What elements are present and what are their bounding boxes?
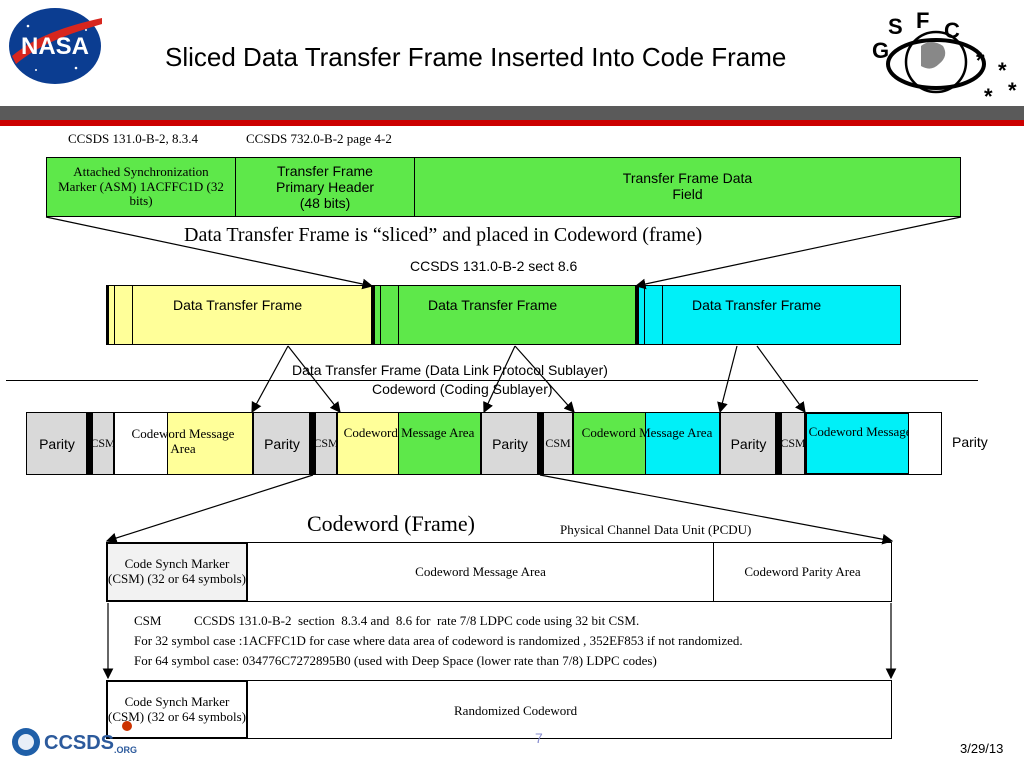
message-2-green [398, 412, 481, 475]
nasa-logo-text: NASA [21, 33, 89, 60]
arrow-cyan-to-cw4 [756, 345, 806, 413]
ccsds-logo-text: CCSDS [44, 732, 114, 754]
codeword-parity-area: Codeword Parity Area [713, 542, 892, 602]
data-link-sublayer-label: Data Transfer Frame (Data Link Protocol … [292, 362, 608, 378]
parity-5-label: Parity [952, 434, 988, 450]
csm-1: CSM [90, 412, 116, 475]
arrow-yellow-to-cw2 [287, 345, 341, 413]
primary-header-box: Transfer Frame Primary Header (48 bits) [235, 157, 415, 217]
codeword-message-area: Codeword Message Area [247, 542, 714, 602]
csm-detail-label: Code Synch Marker (CSM) (32 or 64 symbol… [108, 556, 246, 586]
data-field-box: Transfer Frame Data Field [414, 157, 961, 217]
slice-reference: CCSDS 131.0-B-2 sect 8.6 [410, 258, 578, 274]
dtf-cyan-divider-1 [644, 286, 645, 344]
csm-1-label: CSM [90, 436, 116, 450]
nasa-logo: NASA [6, 6, 104, 86]
gsfc-logo: G S F C * * * * [866, 6, 1020, 109]
svg-text:*: * [998, 58, 1007, 83]
svg-text:*: * [1008, 78, 1017, 103]
message-4-tail [909, 412, 942, 475]
asm-label: Attached Synchronization Marker (ASM) 1A… [58, 163, 224, 209]
csm-randomized-box: Code Synch Marker (CSM) (32 or 64 symbol… [106, 680, 248, 739]
red-dot [122, 721, 132, 731]
parity-1-label: Parity [39, 435, 75, 452]
primary-header-label: Transfer Frame Primary Header (48 bits) [275, 162, 375, 212]
parity-3-label: Parity [492, 435, 528, 452]
randomized-codeword-label: Randomized Codeword [454, 703, 578, 718]
csm-detail-box: Code Synch Marker (CSM) (32 or 64 symbol… [106, 542, 248, 602]
dtf-green-divider-2 [398, 286, 399, 344]
ccsds-logo: CCSDS .ORG [6, 722, 156, 762]
message-1-label: Codeword Message Area [131, 426, 235, 456]
arrow-green-to-cw2 [483, 345, 516, 414]
svg-text:*: * [984, 84, 993, 106]
header-red-bar [0, 120, 1024, 126]
csm-note-2: For 32 symbol case :1ACFFC1D for case wh… [134, 633, 743, 648]
frame-reference: CCSDS 732.0-B-2 page 4-2 [246, 131, 392, 146]
csm-3-label: CSM [545, 436, 571, 450]
svg-text:*: * [976, 48, 985, 73]
dtf-cyan-label: Data Transfer Frame [692, 297, 822, 313]
csm-bar-4 [775, 413, 781, 474]
gsfc-letter-c: C [944, 18, 960, 43]
codeword-parity-area-label: Codeword Parity Area [744, 564, 861, 579]
parity-3: Parity [481, 412, 539, 475]
dtf-yellow-divider-2 [132, 286, 133, 344]
csm-bar-1 [86, 413, 92, 474]
message-4-label: Codeword Message Area [808, 424, 940, 439]
message-2-label: Codeword Message Area [343, 425, 475, 440]
message-1-yellow [167, 412, 253, 475]
page-number: 7 [535, 730, 543, 746]
arrow-green-to-cw3 [514, 345, 575, 413]
ccsds-logo-suffix: .ORG [114, 745, 137, 755]
csm-bar-3 [537, 413, 543, 474]
gsfc-letter-f: F [916, 8, 929, 33]
gsfc-letter-g: G [872, 38, 889, 63]
csm-2: CSM [313, 412, 339, 475]
parity-2-label: Parity [264, 435, 300, 452]
csm-note-3: For 64 symbol case: 034776C7272895B0 (us… [134, 653, 657, 668]
dtf-yellow-label: Data Transfer Frame [173, 297, 303, 313]
csm-bar-2 [309, 413, 315, 474]
coding-sublayer-label: Codeword (Coding Sublayer) [372, 381, 553, 397]
header-grey-bar [0, 106, 1024, 120]
csm-3: CSM [543, 412, 573, 475]
dtf-yellow-divider-1 [114, 286, 115, 344]
expand-arrow-left [105, 474, 314, 544]
page-title: Sliced Data Transfer Frame Inserted Into… [165, 42, 787, 72]
message-2-yellow [337, 412, 399, 475]
dtf-yellow [106, 285, 372, 345]
arrow-yellow-to-cw1 [251, 345, 289, 414]
dtf-green-divider-1 [380, 286, 381, 344]
pcdu-label: Physical Channel Data Unit (PCDU) [560, 522, 752, 537]
message-4-cyan [805, 412, 910, 475]
dtf-green [372, 285, 636, 345]
csm-4: CSM [780, 412, 806, 475]
dtf-green-label: Data Transfer Frame [428, 297, 558, 313]
parity-1: Parity [26, 412, 88, 475]
dtf-cyan-divider-2 [662, 286, 663, 344]
asm-reference: CCSDS 131.0-B-2, 8.3.4 [68, 131, 199, 146]
csm-2-label: CSM [313, 436, 339, 450]
message-3-cyan [645, 412, 720, 475]
csm-randomized-label: Code Synch Marker (CSM) (32 or 64 symbol… [108, 693, 246, 724]
dtf-cyan [636, 285, 901, 345]
csm-note-1: CSM CCSDS 131.0-B-2 section 8.3.4 and 8.… [134, 613, 640, 628]
codeword-frame-title: Codeword (Frame) [307, 511, 476, 536]
message-3-green [573, 412, 646, 475]
parity-4-label: Parity [730, 435, 767, 452]
csm-4-label: CSM [780, 436, 806, 450]
asm-box: Attached Synchronization Marker (ASM) 1A… [46, 157, 236, 217]
data-field-label: Transfer Frame Data Field [622, 170, 753, 203]
footer-date: 3/29/13 [960, 741, 1004, 756]
parity-2: Parity [253, 412, 311, 475]
arrow-cyan-to-cw3 [717, 345, 738, 414]
gsfc-letter-s: S [888, 14, 903, 39]
sliced-caption: Data Transfer Frame is “sliced” and plac… [184, 224, 703, 246]
parity-4: Parity [720, 412, 777, 475]
message-3-label: Codeword Message Area [581, 425, 713, 440]
codeword-message-area-label: Codeword Message Area [415, 564, 546, 579]
